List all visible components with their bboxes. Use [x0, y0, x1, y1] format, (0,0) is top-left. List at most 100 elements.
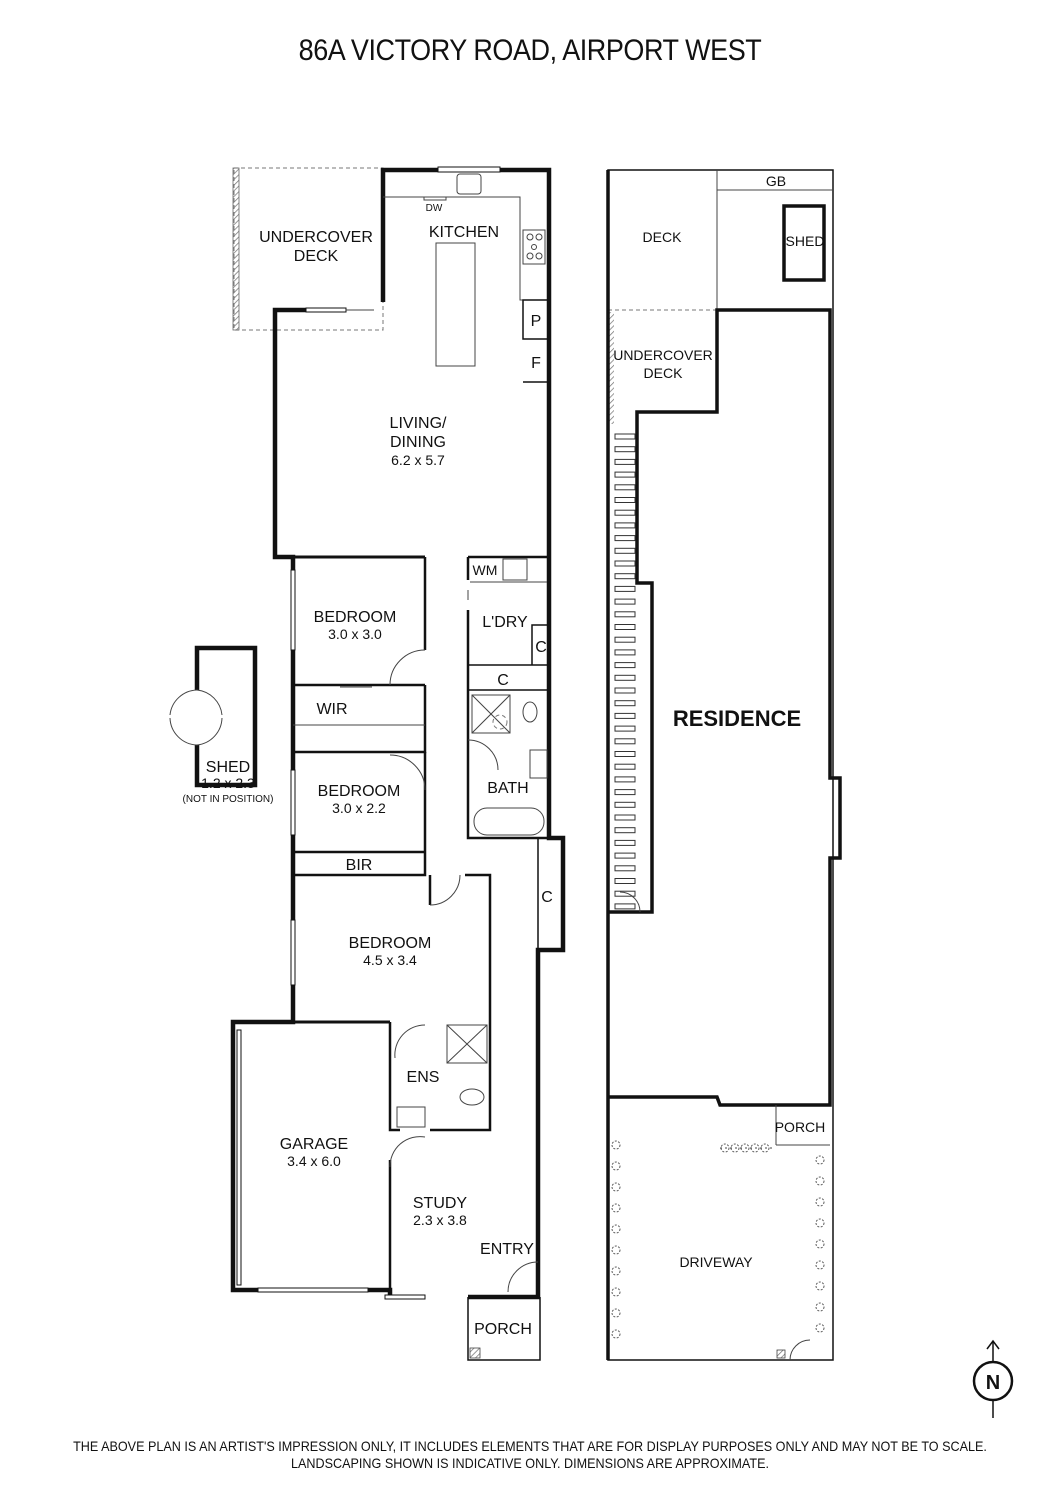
plant-icon: [611, 1140, 621, 1150]
site-label-undercover-deck-line2: DECK: [644, 365, 684, 381]
fence-slat: [614, 624, 636, 630]
plant-icon: [815, 1197, 825, 1207]
plant-icon: [815, 1260, 825, 1270]
fence-slat: [614, 560, 636, 567]
fence-slat: [614, 636, 636, 643]
fence-slat: [614, 712, 636, 719]
disclaimer-line2: LANDSCAPING SHOWN IS INDICATIVE ONLY. DI…: [291, 1455, 769, 1471]
exterior-wall-west: [230, 307, 400, 1300]
laundry-tub: [502, 558, 528, 581]
fence-slat: [614, 547, 636, 554]
room-label-dining: DINING: [390, 434, 446, 451]
north-arrow-icon: N: [972, 1339, 1014, 1418]
room-dimension-bedroom: 4.5 x 3.4: [363, 952, 417, 968]
fence-slat: [614, 725, 636, 732]
deck-screen: [232, 167, 240, 331]
toilet-icon: [522, 701, 538, 723]
garden-plants: [611, 1140, 825, 1339]
fence-slat: [614, 471, 636, 478]
label-shed: SHED: [206, 759, 250, 776]
fence-slat: [614, 890, 636, 897]
fence-slat: [614, 674, 636, 681]
plant-icon: [611, 1203, 621, 1213]
fence-slat: [614, 827, 636, 834]
room-label-porch: PORCH: [474, 1321, 532, 1338]
label-cupboard: C: [541, 889, 553, 906]
fence-slat: [614, 814, 636, 821]
room-dimension-garage: 3.4 x 6.0: [287, 1153, 341, 1169]
fence-slat: [614, 662, 636, 669]
room-label-study: STUDY: [413, 1195, 468, 1212]
plant-icon: [611, 1266, 621, 1276]
kitchen-island: [435, 242, 476, 367]
shed-outline: [194, 645, 258, 788]
fence-slat: [614, 484, 636, 491]
fence-slat: [614, 687, 636, 694]
fence-slat: [614, 763, 636, 770]
fence-slat: [614, 497, 636, 503]
plant-icon: [815, 1176, 825, 1186]
room-label-undercover-deck: UNDERCOVER: [259, 229, 373, 246]
label-pantry: P: [531, 313, 542, 330]
label-cupboard: C: [535, 639, 547, 656]
site-label-shed: SHED: [786, 233, 825, 249]
toilet-icon: [459, 1088, 485, 1106]
plant-icon: [815, 1239, 825, 1249]
room-label-bedroom: BEDROOM: [314, 609, 397, 626]
plant-icon: [815, 1155, 825, 1165]
plant-icon: [611, 1245, 621, 1255]
main-floor-plan: UNDERCOVER DECK KITCHEN DW P F LIVING/ D…: [169, 166, 566, 1361]
room-dimension-study: 2.3 x 3.8: [413, 1212, 467, 1228]
plant-icon: [611, 1161, 621, 1171]
plant-icon: [815, 1281, 825, 1291]
room-dimension-bedroom: 3.0 x 2.2: [332, 800, 386, 816]
window: [384, 1294, 426, 1300]
plant-icon: [611, 1329, 621, 1339]
site-label-residence: RESIDENCE: [673, 706, 801, 731]
plant-icon: [815, 1323, 825, 1333]
fence-slat: [614, 611, 636, 618]
site-label-driveway: DRIVEWAY: [679, 1254, 753, 1270]
room-label-undercover-deck-line2: DECK: [294, 248, 339, 265]
fence-slat: [614, 865, 636, 872]
sink-icon: [456, 173, 482, 195]
room-label-living: LIVING/: [390, 415, 447, 432]
room-dimension-bedroom: 3.0 x 3.0: [328, 626, 382, 642]
room-label-wir: WIR: [316, 701, 347, 718]
room-label-garage: GARAGE: [280, 1136, 348, 1153]
fence-slat: [614, 585, 636, 592]
site-plan: DECK GB SHED UNDERCOVER DECK RESIDENCE P…: [606, 169, 842, 1361]
label-fridge: F: [531, 355, 541, 372]
site-label-undercover-deck: UNDERCOVER: [613, 347, 713, 363]
note-shed: (NOT IN POSITION): [183, 794, 274, 805]
fence-slat: [614, 509, 636, 516]
disclaimer: THE ABOVE PLAN IS AN ARTIST'S IMPRESSION…: [53, 1438, 1007, 1472]
plant-icon: [611, 1224, 621, 1234]
plant-icon: [815, 1218, 825, 1228]
cooktop-icon: [522, 229, 546, 265]
room-label-bedroom: BEDROOM: [318, 783, 401, 800]
plant-icon: [611, 1287, 621, 1297]
basin-icon: [396, 1106, 426, 1128]
label-cupboard: C: [497, 672, 509, 689]
plant-icon: [611, 1182, 621, 1192]
site-shed: [782, 204, 826, 282]
residence-outline: [608, 308, 842, 1107]
site-label-deck: DECK: [643, 229, 683, 245]
site-label-gb: GB: [766, 173, 786, 189]
dimension-shed: 1.2 x 2.3: [201, 775, 255, 791]
north-label: N: [986, 1372, 1000, 1394]
door-swing: [389, 649, 426, 686]
kitchen-window: [437, 166, 501, 173]
garage-wall-window: [236, 1029, 242, 1286]
fence-slat: [614, 535, 636, 542]
fence-slat: [614, 598, 636, 605]
fence-slat: [614, 776, 636, 783]
plant-icon: [611, 1308, 621, 1318]
fence-slat: [614, 852, 636, 859]
fence-slat: [614, 789, 636, 796]
fence-slat: [614, 458, 636, 465]
fence-slat: [614, 839, 636, 846]
fence-slats: [614, 433, 636, 910]
